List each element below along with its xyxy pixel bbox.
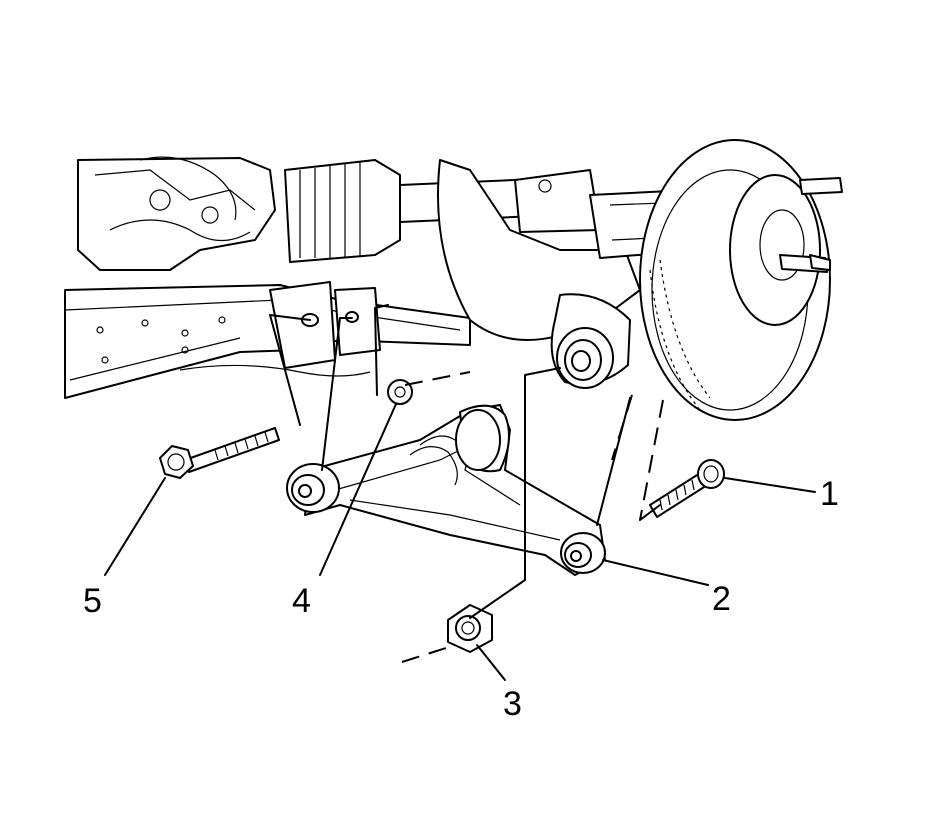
callout-1: 1 <box>820 475 839 513</box>
callout-2: 2 <box>712 580 731 618</box>
subframe-mounting-bracket <box>269 281 381 369</box>
callout-5: 5 <box>83 582 102 620</box>
fastener-4-washer <box>387 379 413 405</box>
alignment-lines <box>269 304 664 663</box>
callout-3: 3 <box>503 685 522 723</box>
steering-knuckle <box>437 159 701 389</box>
brake-rotor <box>639 139 843 421</box>
leader-lines <box>104 403 816 681</box>
front-subframe <box>64 284 471 399</box>
callout-4: 4 <box>292 582 311 620</box>
lower-control-arm <box>286 404 606 576</box>
fastener-3-nut <box>447 604 493 653</box>
engine-transaxle-background <box>77 156 276 271</box>
fastener-5-bolt <box>159 427 280 479</box>
fastener-1-bolt <box>649 459 725 518</box>
